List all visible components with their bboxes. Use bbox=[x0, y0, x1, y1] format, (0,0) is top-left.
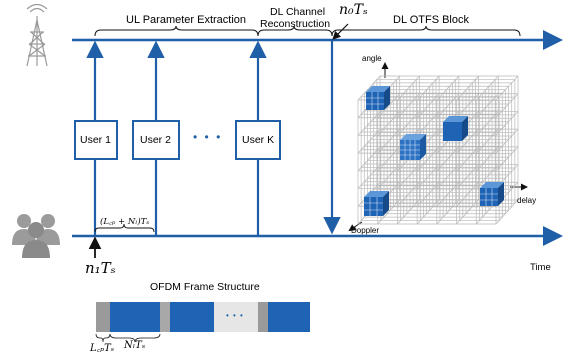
cyclic-prefix-1 bbox=[96, 302, 110, 332]
ofdm-frame-structure-title: OFDM Frame Structure bbox=[150, 281, 260, 293]
n0-ts-label: n₀Tₛ bbox=[339, 2, 368, 18]
channel-path-cube-4 bbox=[364, 191, 389, 216]
delay-axis-label: delay bbox=[517, 196, 537, 205]
frame-gap bbox=[214, 302, 258, 332]
grid-line bbox=[357, 75, 381, 101]
doppler-axis-arrow bbox=[348, 221, 363, 232]
grid-line bbox=[476, 93, 499, 118]
grid-line bbox=[397, 164, 420, 189]
ofdm-frame bbox=[95, 302, 310, 343]
grid-line bbox=[436, 199, 460, 225]
grid-line bbox=[456, 146, 479, 172]
dl-channel-reconstruction-label-line2: Reconstruction bbox=[260, 18, 331, 30]
grid-line bbox=[456, 75, 479, 101]
grid-line bbox=[357, 164, 381, 189]
grid-line bbox=[436, 182, 460, 207]
dl-channel-reconstruction-label-line1: DL Channel bbox=[270, 6, 326, 18]
grid-line bbox=[357, 146, 381, 172]
ul-parameter-extraction-label: UL Parameter Extraction bbox=[126, 14, 247, 26]
cyclic-prefix-k bbox=[258, 302, 268, 332]
grid-line bbox=[495, 93, 519, 118]
grid-line bbox=[397, 199, 420, 225]
ofdm-symbol-2 bbox=[170, 302, 214, 332]
user-2-box bbox=[132, 120, 180, 160]
user-1-box bbox=[74, 120, 118, 160]
nl-brace bbox=[109, 333, 161, 343]
grid-line bbox=[357, 111, 381, 136]
grid-line bbox=[377, 164, 400, 189]
grid-line bbox=[456, 199, 479, 225]
users-ellipsis: • • • bbox=[193, 130, 223, 144]
ul-parameter-extraction-brace bbox=[94, 25, 259, 37]
dl-channel-reconstruction-brace bbox=[257, 25, 333, 37]
base-station-tower-icon bbox=[26, 3, 48, 67]
grid-line bbox=[416, 164, 440, 189]
lcp-nl-ts-label: (L꜀ₚ + Nₗ)Tₛ bbox=[100, 217, 150, 227]
grid-line bbox=[416, 182, 440, 207]
user-1-label: User 1 bbox=[80, 134, 111, 146]
grid-line bbox=[436, 93, 460, 118]
channel-path-cube-3 bbox=[400, 134, 426, 160]
grid-line bbox=[416, 75, 440, 101]
otfs-grid-cube bbox=[357, 75, 519, 225]
channel-path-cube-1 bbox=[366, 86, 390, 110]
grid-line bbox=[456, 164, 479, 189]
n0-ts-pointer bbox=[332, 23, 349, 40]
grid-line bbox=[476, 111, 499, 136]
grid-line bbox=[476, 128, 499, 154]
grid-line bbox=[476, 164, 499, 189]
lcp-brace bbox=[95, 333, 111, 343]
grid-line bbox=[416, 93, 440, 118]
grid-line bbox=[495, 146, 519, 172]
grid-line bbox=[495, 128, 519, 154]
grid-line bbox=[377, 111, 400, 136]
grid-line bbox=[377, 128, 400, 154]
dl-otfs-block-label: DL OTFS Block bbox=[393, 14, 469, 26]
n1-ts-label: n₁Tₛ bbox=[85, 259, 116, 277]
grid-line bbox=[397, 93, 420, 118]
user-k-label: User K bbox=[242, 134, 275, 146]
ofdm-symbol-1 bbox=[110, 302, 160, 332]
time-axis-label: Time bbox=[530, 262, 551, 273]
lcp-nl-ts-brace bbox=[94, 223, 155, 233]
grid-line bbox=[416, 199, 440, 225]
ofdm-symbol-k bbox=[268, 302, 310, 332]
grid-line bbox=[456, 93, 479, 118]
grid-line bbox=[456, 128, 479, 154]
grid-line bbox=[436, 75, 460, 101]
channel-path-cube-5 bbox=[480, 182, 504, 206]
grid-line bbox=[377, 146, 400, 172]
grid-line bbox=[495, 111, 519, 136]
frame-ellipsis: • • • bbox=[226, 311, 244, 320]
grid-line bbox=[495, 199, 519, 225]
doppler-axis-label: Doppler bbox=[351, 226, 380, 235]
grid-line bbox=[476, 146, 499, 172]
grid-line bbox=[416, 146, 440, 172]
users-group-icon bbox=[12, 214, 60, 258]
grid-line bbox=[436, 164, 460, 189]
nl-ts-label: NₗTₛ bbox=[124, 340, 146, 351]
user-2-label: User 2 bbox=[140, 134, 171, 146]
grid-line bbox=[397, 111, 420, 136]
lcp-ts-label: L꜀ₚTₛ bbox=[90, 343, 115, 354]
channel-path-cube-2 bbox=[443, 116, 468, 141]
user-k-box bbox=[235, 120, 281, 160]
cyclic-prefix-2 bbox=[160, 302, 170, 332]
grid-line bbox=[397, 75, 420, 101]
grid-line bbox=[377, 93, 400, 118]
grid-line bbox=[357, 128, 381, 154]
grid-line bbox=[495, 75, 519, 101]
grid-line bbox=[456, 182, 479, 207]
grid-line bbox=[436, 146, 460, 172]
angle-axis-label: angle bbox=[362, 54, 382, 63]
grid-line bbox=[397, 182, 420, 207]
grid-line bbox=[416, 111, 440, 136]
dl-otfs-block-brace bbox=[331, 25, 521, 37]
grid-line bbox=[377, 199, 400, 225]
grid-line bbox=[476, 75, 499, 101]
